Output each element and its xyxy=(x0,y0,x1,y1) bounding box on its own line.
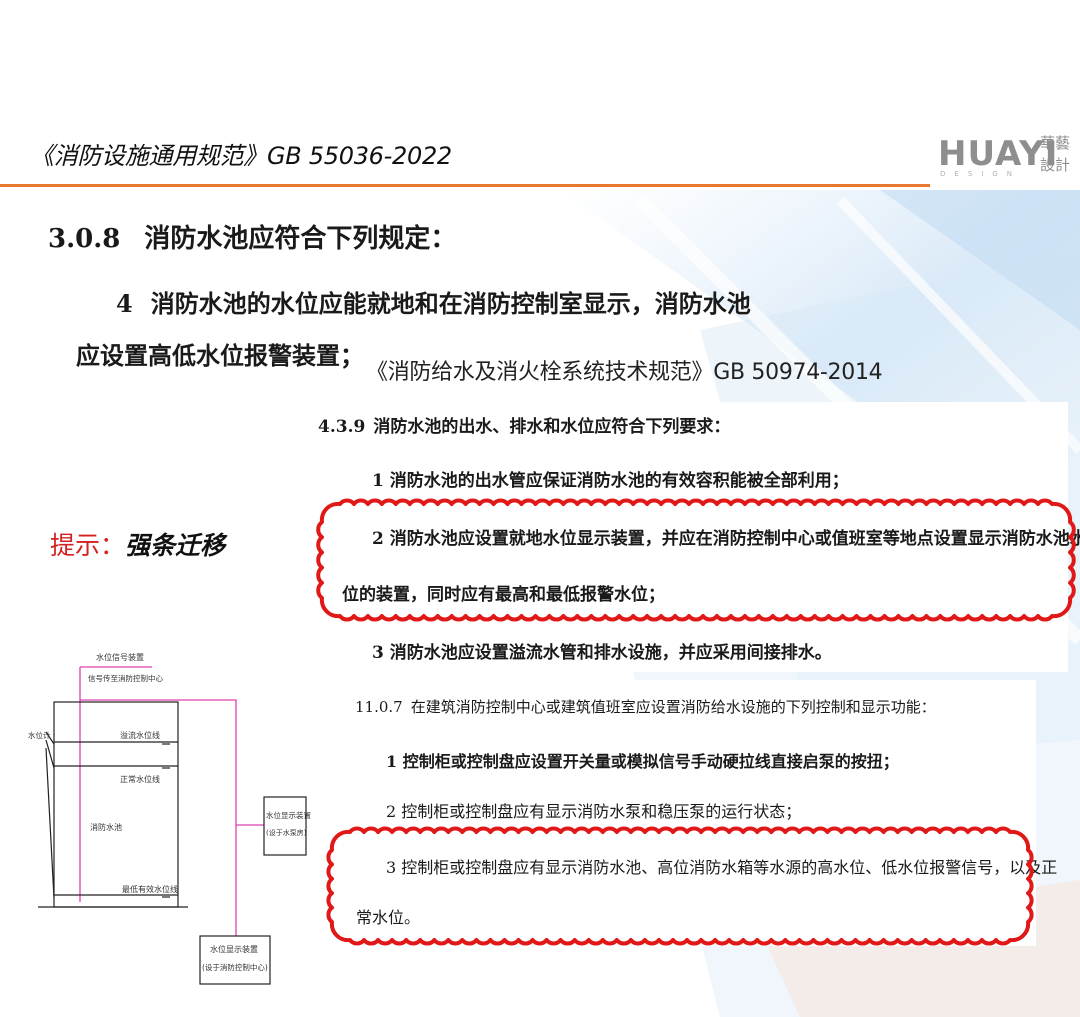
hint-note: 提示：强条迁移 xyxy=(50,526,225,562)
label-pool: 消防水池 xyxy=(90,822,122,832)
label-min-line: 最低有效水位线 xyxy=(122,884,178,894)
control-item-1: 1 控制柜或控制盘应设置开关量或模拟信号手动硬拉线直接启泵的按扭； xyxy=(386,752,899,771)
water-level-diagram: 水位信号装置 信号传至消防控制中心 水位计 溢流水位线 正常水位线 消防水池 最… xyxy=(28,640,328,990)
company-logo: HUAYI 華藝設計 DESIGN xyxy=(936,130,1076,180)
logo-wordmark: HUAYI xyxy=(938,134,1059,174)
article-heading-1107: 11.0.7 在建筑消防控制中心或建筑值班室应设置消防给水设施的下列控制和显示功能… xyxy=(355,696,936,717)
clause-heading: 3.0.8 消防水池应符合下列规定： xyxy=(48,218,456,255)
clause-item-number: 4 xyxy=(116,289,133,318)
label-signal-to: 信号传至消防控制中心 xyxy=(88,673,163,683)
hint-label: 提示： xyxy=(50,531,126,560)
article-title: 在建筑消防控制中心或建筑值班室应设置消防给水设施的下列控制和显示功能： xyxy=(410,698,936,716)
label-display-center: 水位显示装置 xyxy=(210,944,258,954)
label-water-gauge: 水位计 xyxy=(28,730,51,740)
label-overflow-line: 溢流水位线 xyxy=(120,730,160,740)
logo-subtitle: DESIGN xyxy=(940,170,1021,178)
article-item-2-continued: 位的装置，同时应有最高和最低报警水位； xyxy=(342,585,665,605)
article-item-2: 2 消防水池应设置就地水位显示装置，并应在消防控制中心或值班室等地点设置显示消防… xyxy=(372,529,1080,549)
article-heading-439: 4.3.9 消防水池的出水、排水和水位应符合下列要求： xyxy=(318,412,730,437)
label-display-local-note: (设于水泵房) xyxy=(266,828,307,837)
article-title: 消防水池的出水、排水和水位应符合下列要求： xyxy=(373,417,731,437)
article-number: 4.3.9 xyxy=(318,417,366,437)
control-item-2: 2 控制柜或控制盘应有显示消防水泵和稳压泵的运行状态； xyxy=(386,802,802,821)
article-item-1: 1 消防水池的出水管应保证消防水池的有效容积能被全部利用； xyxy=(372,471,849,491)
hint-text: 强条迁移 xyxy=(125,531,226,560)
article-item-3: 3 消防水池应设置溢流水管和排水设施，并应采用间接排水。 xyxy=(372,643,832,663)
diagram-drawing: 水位信号装置 信号传至消防控制中心 水位计 溢流水位线 正常水位线 消防水池 最… xyxy=(28,652,311,985)
clause-item-continued: 应设置高低水位报警装置； xyxy=(76,341,364,370)
header-rule xyxy=(0,184,930,187)
clause-number: 3.0.8 xyxy=(48,224,121,254)
clause-title: 消防水池应符合下列规定： xyxy=(144,224,457,254)
clause-item: 4 消防水池的水位应能就地和在消防控制室显示，消防水池 xyxy=(116,284,751,319)
control-item-3-continued: 常水位。 xyxy=(356,908,421,927)
label-display-local: 水位显示装置 xyxy=(266,810,311,820)
label-signal-device: 水位信号装置 xyxy=(96,652,144,662)
article-number: 11.0.7 xyxy=(355,698,403,716)
standard-title: 《消防给水及消火栓系统技术规范》GB 50974-2014 xyxy=(366,360,883,385)
clause-item-text: 消防水池的水位应能就地和在消防控制室显示，消防水池 xyxy=(150,289,751,318)
slide-title: 《消防设施通用规范》GB 55036-2022 xyxy=(30,142,452,170)
label-display-center-note: (设于消防控制中心) xyxy=(202,962,268,972)
control-item-3: 3 控制柜或控制盘应有显示消防水池、高位消防水箱等水源的高水位、低水位报警信号，… xyxy=(386,858,1058,877)
label-normal-line: 正常水位线 xyxy=(120,774,160,784)
logo-chinese: 華藝設計 xyxy=(1040,134,1071,174)
